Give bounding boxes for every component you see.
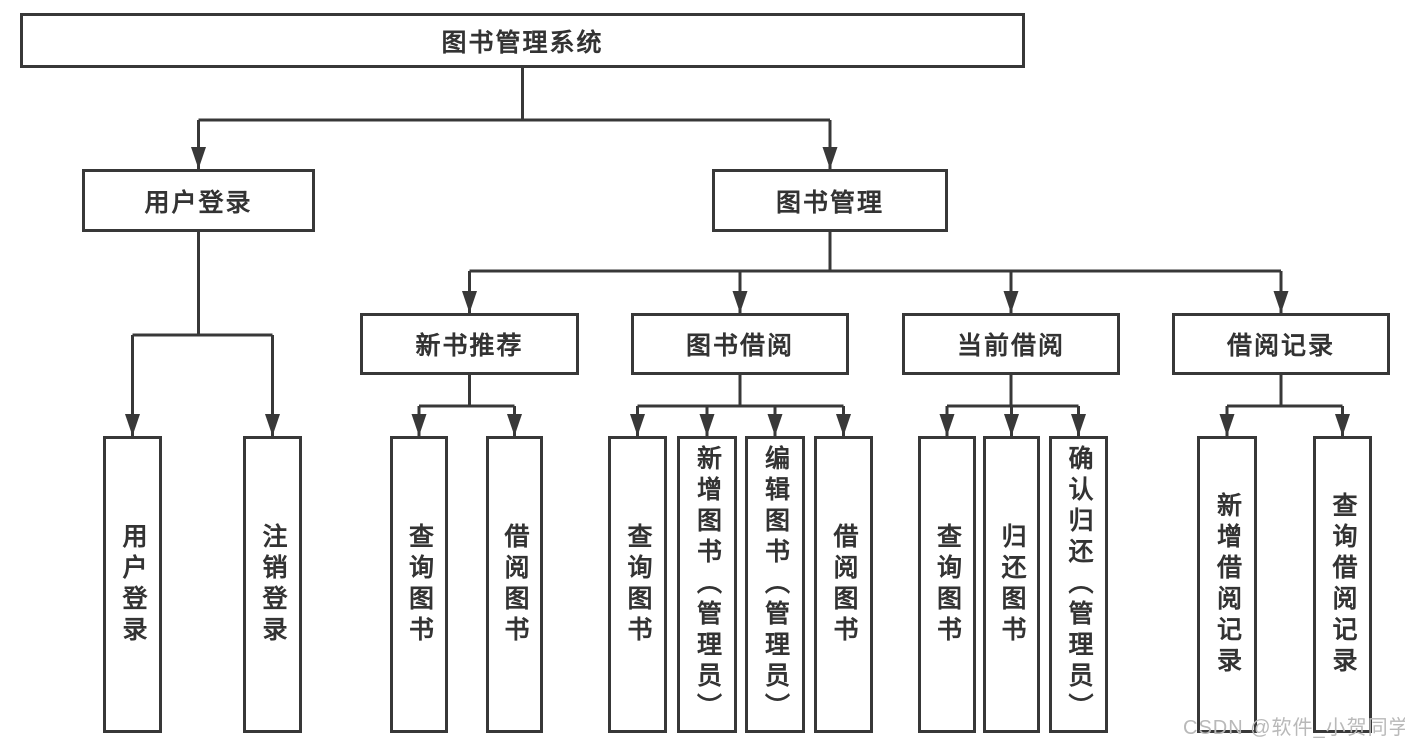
connector-root-to-level2 bbox=[191, 68, 838, 169]
node-leaf-add-borrow-record: 新增借阅记录 bbox=[1197, 436, 1257, 733]
connector-new-book-rec-to-leaves bbox=[411, 375, 522, 436]
leaf-label: 查询图书 bbox=[405, 522, 434, 647]
node-user-login: 用户登录 bbox=[82, 169, 315, 232]
node-book-borrow: 图书借阅 bbox=[631, 313, 849, 375]
node-new-book-recommend-label: 新书推荐 bbox=[415, 332, 524, 360]
leaf-label: 注销登录 bbox=[259, 522, 287, 647]
node-root-label: 图书管理系统 bbox=[441, 28, 604, 57]
connector-borrow-record-to-leaves bbox=[1219, 375, 1350, 436]
connector-book-mgmt-to-level3 bbox=[462, 232, 1289, 313]
node-root-system: 图书管理系统 bbox=[20, 13, 1025, 68]
node-new-book-recommend: 新书推荐 bbox=[360, 313, 579, 375]
node-leaf-query-books-current: 查询图书 bbox=[918, 436, 976, 733]
leaf-label: 归还图书 bbox=[998, 522, 1026, 647]
node-user-login-label: 用户登录 bbox=[144, 188, 253, 217]
connector-book-borrow-to-leaves bbox=[630, 375, 851, 436]
leaf-label: 用户登录 bbox=[119, 522, 147, 647]
node-leaf-borrow-books: 借阅图书 bbox=[814, 436, 873, 733]
node-leaf-user-login: 用户登录 bbox=[103, 436, 162, 733]
connector-user-login-to-leaves bbox=[125, 232, 280, 436]
leaf-label: 查询借阅记录 bbox=[1329, 491, 1357, 678]
node-leaf-add-books-admin: 新增图书（管理员） bbox=[677, 436, 737, 733]
node-book-management: 图书管理 bbox=[712, 169, 948, 232]
leaf-label: 确认归还（管理员） bbox=[1065, 445, 1093, 724]
node-leaf-borrow-books-newrec: 借阅图书 bbox=[486, 436, 543, 733]
node-book-borrow-label: 图书借阅 bbox=[685, 332, 794, 360]
node-leaf-query-books-newrec: 查询图书 bbox=[390, 436, 448, 733]
node-leaf-logout: 注销登录 bbox=[243, 436, 302, 733]
node-leaf-query-borrow-record: 查询借阅记录 bbox=[1313, 436, 1372, 733]
leaf-label: 借阅图书 bbox=[501, 522, 529, 647]
leaf-label: 编辑图书（管理员） bbox=[761, 445, 790, 724]
leaf-label: 查询图书 bbox=[624, 522, 652, 647]
node-current-borrow-label: 当前借阅 bbox=[956, 332, 1065, 360]
node-book-management-label: 图书管理 bbox=[775, 188, 884, 217]
node-current-borrow: 当前借阅 bbox=[902, 313, 1120, 375]
node-borrow-record-label: 借阅记录 bbox=[1226, 332, 1335, 360]
leaf-label: 新增借阅记录 bbox=[1213, 491, 1242, 678]
connector-current-borrow-to-leaves bbox=[939, 375, 1086, 436]
leaf-label: 查询图书 bbox=[933, 522, 962, 647]
node-leaf-query-books-borrow: 查询图书 bbox=[608, 436, 667, 733]
leaf-label: 新增图书（管理员） bbox=[693, 445, 722, 724]
leaf-label: 借阅图书 bbox=[830, 522, 858, 647]
node-leaf-edit-books-admin: 编辑图书（管理员） bbox=[745, 436, 805, 733]
node-leaf-return-books: 归还图书 bbox=[983, 436, 1040, 733]
node-borrow-record: 借阅记录 bbox=[1172, 313, 1390, 375]
node-leaf-confirm-return-admin: 确认归还（管理员） bbox=[1049, 436, 1108, 733]
csdn-watermark: CSDN @软件_小贺同学 bbox=[1183, 717, 1405, 739]
